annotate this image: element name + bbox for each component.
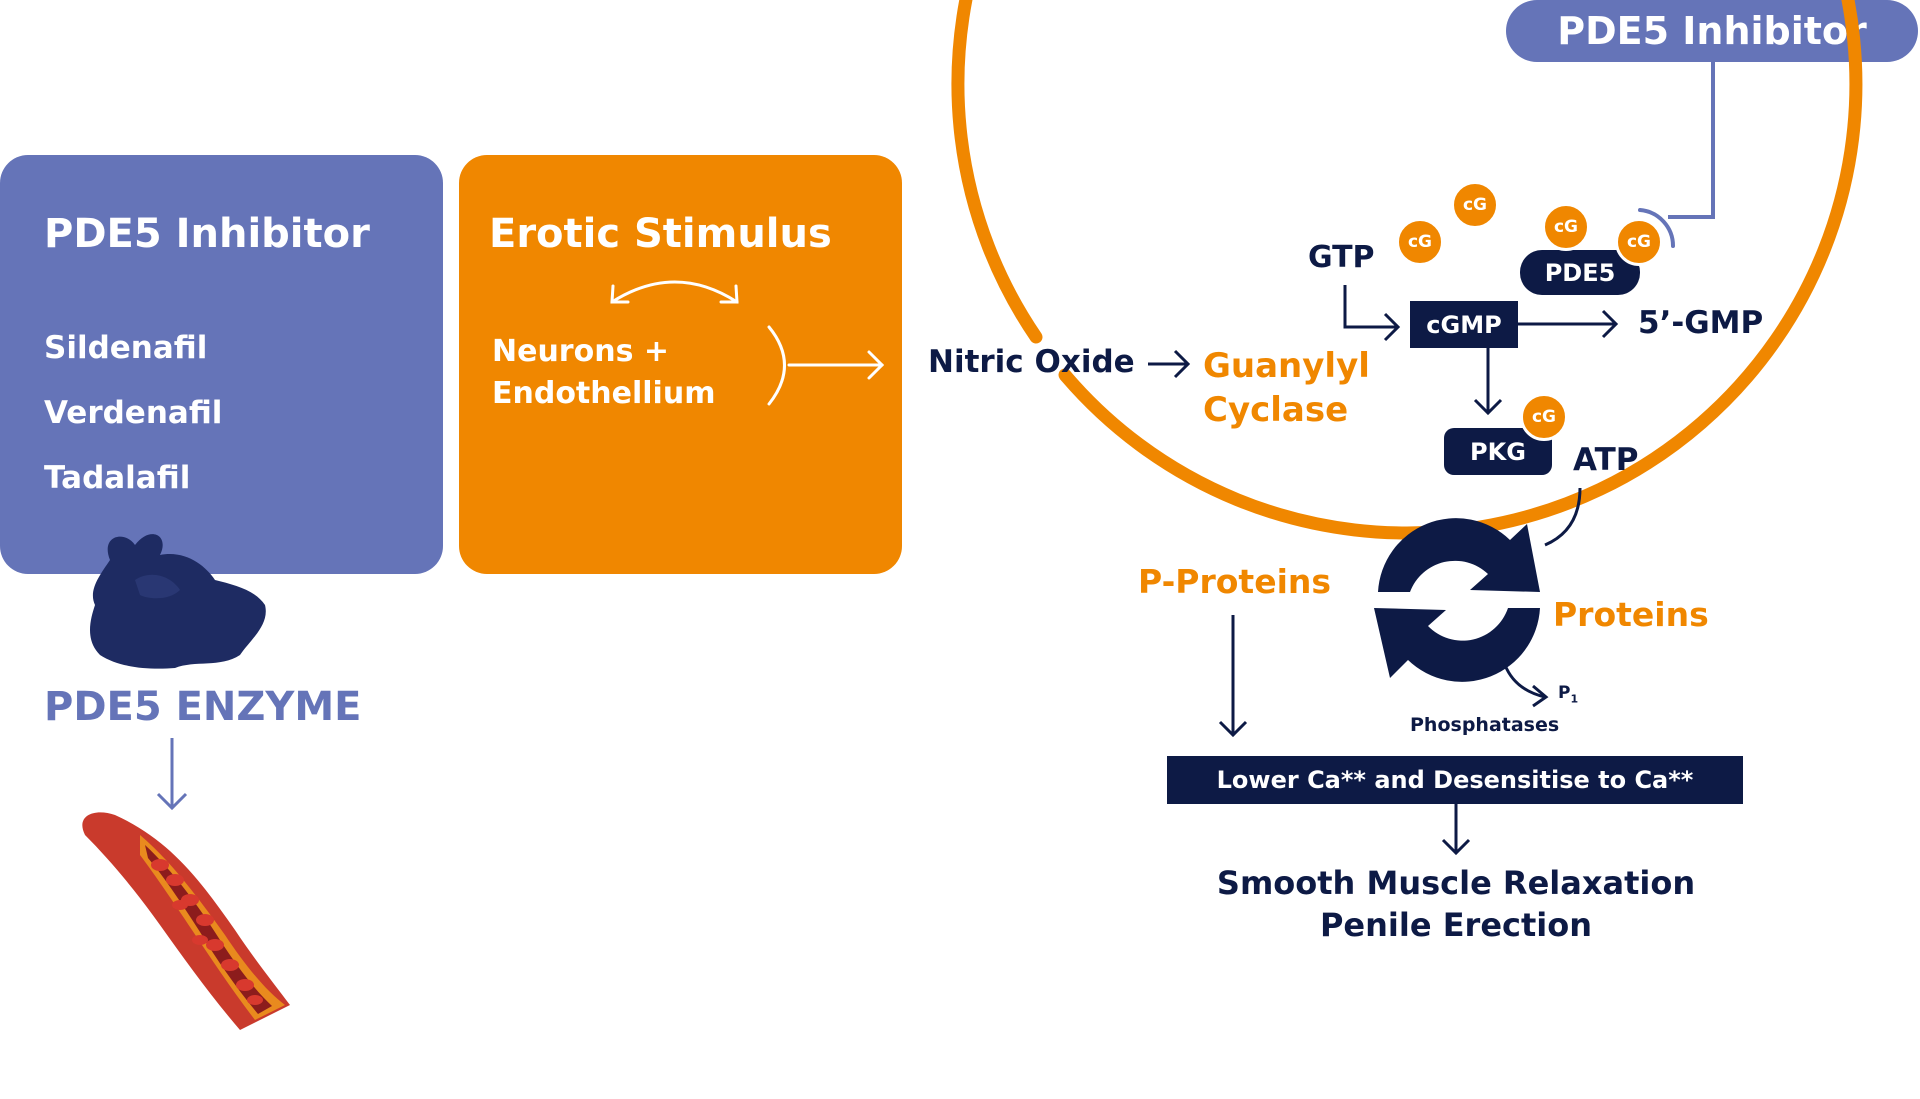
p1-text: P xyxy=(1558,683,1571,703)
nitric-oxide-label: Nitric Oxide xyxy=(928,344,1135,380)
result-text: Smooth Muscle Relaxation Penile Erection xyxy=(1156,862,1756,946)
inhibitor-connector-line xyxy=(1668,62,1715,219)
cell-circle xyxy=(951,0,1863,540)
pde5-enzyme-label: PDE5 ENZYME xyxy=(44,684,362,730)
inhibitor-block-arc xyxy=(1638,208,1676,248)
p1-subscript: 1 xyxy=(1570,692,1579,706)
gtp-label: GTP xyxy=(1308,240,1375,275)
proteins-label: Proteins xyxy=(1553,595,1709,634)
drug-tadalafil: Tadalafil xyxy=(44,460,191,496)
protein-molecule-icon xyxy=(90,534,266,669)
p-proteins-down-arrow xyxy=(1218,615,1248,738)
atp-curve xyxy=(1544,487,1582,547)
phosphatases-arrow xyxy=(1503,664,1549,708)
lower-calcium-box: Lower Ca** and Desensitise to Ca** xyxy=(1167,756,1743,804)
nitric-oxide-arrow xyxy=(1148,349,1191,379)
enzyme-to-vessel-arrow xyxy=(156,738,188,811)
blood-vessel-icon xyxy=(82,812,290,1030)
cgmp-to-5gmp-arrow xyxy=(1518,309,1619,339)
cg-molecule: cG xyxy=(1520,393,1568,441)
endothelium-label: Endothellium xyxy=(492,376,716,411)
p-proteins-label: P-Proteins xyxy=(1138,562,1332,601)
cg-molecule: cG xyxy=(1396,218,1444,266)
p1-label: P1 xyxy=(1558,683,1578,705)
neurons-label: Neurons + xyxy=(492,334,670,369)
bidirectional-arrow-icon xyxy=(610,280,739,304)
pde5-pill: PDE5 xyxy=(1520,250,1640,295)
cgmp-to-pkg-arrow xyxy=(1473,348,1503,416)
stimulus-output-arrow xyxy=(767,325,885,406)
smooth-muscle-relaxation-label: Smooth Muscle Relaxation xyxy=(1216,864,1696,902)
phosphorylation-cycle-icon xyxy=(1374,518,1540,682)
gtp-to-cgmp-arrow xyxy=(1343,285,1401,342)
neurons-endothelium-label: Neurons + Endothellium xyxy=(492,331,715,415)
cyclase-label: Cyclase xyxy=(1203,390,1349,430)
phosphatases-label: Phosphatases xyxy=(1410,714,1560,736)
pde5-inhibitor-card: PDE5 Inhibitor Sildenafil Verdenafil Tad… xyxy=(0,155,443,574)
guanylyl-label: Guanylyl xyxy=(1203,346,1370,386)
calcium-to-result-arrow xyxy=(1441,804,1471,856)
cg-molecule: cG xyxy=(1451,181,1499,229)
drug-verdenafil: Verdenafil xyxy=(44,395,223,431)
cgmp-box: cGMP xyxy=(1410,301,1518,348)
cg-molecule: cG xyxy=(1542,203,1590,251)
erotic-stimulus-title: Erotic Stimulus xyxy=(489,211,832,257)
guanylyl-cyclase-label: Guanylyl Cyclase xyxy=(1203,344,1370,432)
5-gmp-label: 5’-GMP xyxy=(1638,305,1764,341)
pde5-inhibitor-title: PDE5 Inhibitor xyxy=(44,211,370,257)
penile-erection-label: Penile Erection xyxy=(1319,906,1593,944)
cg-molecule: cG xyxy=(1615,218,1663,266)
atp-label: ATP xyxy=(1573,442,1639,478)
drug-sildenafil: Sildenafil xyxy=(44,330,208,366)
